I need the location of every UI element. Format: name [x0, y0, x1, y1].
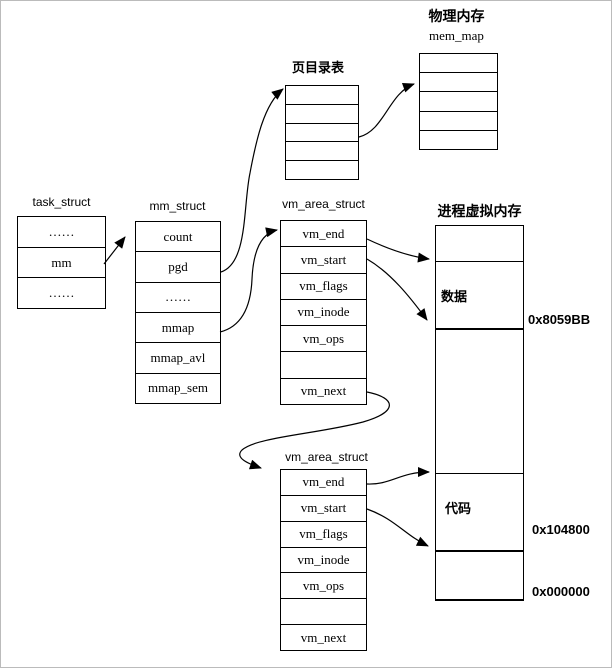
struct-field-row: …… [18, 217, 105, 248]
mem-map-entry-row [420, 131, 497, 149]
struct-field-row: pgd [136, 252, 220, 283]
struct-field-row: vm_ops [281, 326, 366, 353]
mm-struct-title: mm_struct [149, 199, 206, 213]
struct-field-row: vm_start [281, 496, 366, 522]
struct-field-row: vm_flags [281, 274, 366, 300]
task-struct-title: task_struct [32, 195, 91, 209]
struct-field-row: mmap [136, 313, 220, 344]
mem-map-entry-row [420, 54, 497, 74]
address-code-start: 0x104800 [532, 522, 590, 537]
page-directory-entry-row [286, 86, 358, 105]
page-directory-table-title: 页目录表 [291, 60, 344, 75]
address-data-start: 0x8059BB [528, 312, 591, 327]
vm-area-struct-1-title: vm_area_struct [282, 197, 365, 211]
mem-map-entry-row [420, 112, 497, 131]
data-region-label: 数据 [441, 289, 468, 304]
struct-field-row: mm [18, 248, 105, 279]
mem-map-entry-row [420, 73, 497, 93]
data-region-bottom-divider [436, 328, 523, 330]
arrow-vm-start-2-to-code-bottom [366, 508, 429, 547]
mem-map-table [419, 53, 498, 150]
data-region-top-divider [436, 261, 523, 262]
page-directory-entry-row [286, 142, 358, 162]
page-directory-entry-row [286, 161, 358, 179]
code-region-bottom-divider [436, 550, 523, 552]
physical-memory-title: 物理内存 [428, 8, 485, 24]
arrow-pgd-to-page-directory [220, 88, 284, 273]
mem-map-subtitle: mem_map [429, 28, 484, 43]
struct-field-row: mmap_sem [148, 380, 208, 396]
process-virtual-memory-table: 数据 代码 [435, 225, 524, 601]
struct-field-row: …… [136, 283, 220, 313]
struct-field-row: vm_end [281, 221, 366, 248]
code-region-top-divider [436, 473, 523, 474]
arrow-vm-end-2-to-code-top [366, 467, 430, 485]
task-struct-table: ……mm…… [17, 216, 106, 309]
process-virtual-memory-title: 进程虚拟内存 [437, 203, 522, 219]
struct-field-row: vm_start [281, 247, 366, 274]
struct-field-row: vm_flags [281, 522, 366, 548]
mem-map-entry-row [420, 92, 497, 112]
arrow-vm-start-1-to-data-bottom [366, 258, 428, 321]
struct-field-row: vm_inode [281, 300, 366, 327]
address-bottom: 0x000000 [532, 584, 590, 599]
arrow-page-directory-to-mem-map [358, 83, 415, 138]
page-directory-table [285, 85, 359, 180]
code-region-label: 代码 [445, 501, 472, 516]
struct-field-row: vm_end [281, 470, 366, 496]
struct-field-row: vm_next [300, 629, 347, 645]
arrow-mmap-to-vm-area-1 [219, 227, 278, 333]
page-directory-entry-row [286, 124, 358, 143]
vm-area-struct-2-title: vm_area_struct [285, 450, 368, 464]
struct-field-row: mmap_avl [136, 343, 220, 374]
struct-field-row: …… [48, 285, 75, 301]
struct-field-row: vm_next [300, 383, 347, 399]
struct-field-row [281, 352, 366, 379]
page-directory-entry-row [286, 105, 358, 124]
arrow-vm-end-1-to-data-top [366, 238, 430, 263]
struct-field-row [281, 599, 366, 626]
arrow-mm-to-mm-struct [103, 236, 126, 265]
struct-field-row: vm_ops [281, 573, 366, 600]
struct-field-row: count [136, 222, 220, 253]
struct-field-row: vm_inode [281, 548, 366, 574]
